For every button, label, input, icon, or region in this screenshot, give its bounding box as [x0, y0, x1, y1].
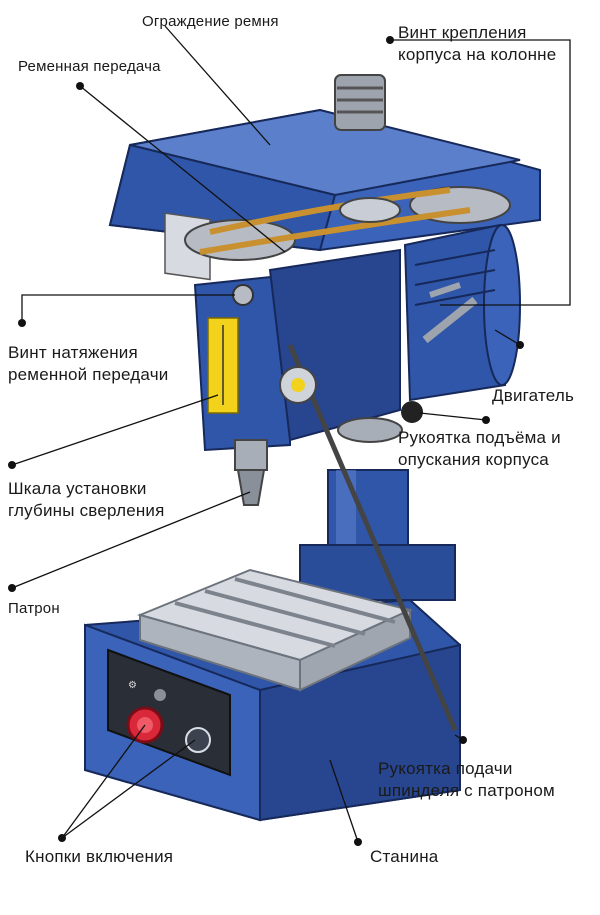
label-belt-drive: Ременная передача: [18, 57, 161, 76]
label-lift-handle-line1: Рукоятка подъёма и: [398, 427, 561, 448]
label-tension-screw-line1: Винт натяжения: [8, 342, 138, 363]
label-lift-handle-line2: опускания корпуса: [398, 449, 549, 470]
label-base: Станина: [370, 846, 438, 867]
leader-dot-icon: [354, 838, 362, 846]
label-depth-scale-line2: глубины сверления: [8, 500, 165, 521]
leader-dot-icon: [482, 416, 490, 424]
leader-dot-icon: [386, 36, 394, 44]
label-feed-handle-line1: Рукоятка подачи: [378, 758, 513, 779]
leader-dot-icon: [516, 341, 524, 349]
leader-dot-icon: [8, 461, 16, 469]
label-column-screw-line2: корпуса на колонне: [398, 44, 556, 65]
label-feed-handle-line2: шпинделя с патроном: [378, 780, 555, 801]
motor: [405, 225, 520, 400]
column: [300, 470, 455, 600]
label-start-buttons: Кнопки включения: [25, 846, 173, 867]
leader-dot-icon: [76, 82, 84, 90]
label-chuck: Патрон: [8, 599, 60, 618]
label-depth-scale-line1: Шкала установки: [8, 478, 147, 499]
start-button-icon: [186, 728, 210, 752]
label-tension-screw-line2: ременной передачи: [8, 364, 168, 385]
leader-dot-icon: [58, 834, 66, 842]
leader-dot-icon: [8, 584, 16, 592]
svg-text:⚙: ⚙: [128, 680, 137, 691]
leader-dot-icon: [459, 736, 467, 744]
leader-dot-icon: [18, 319, 26, 327]
label-column-screw-line1: Винт крепления: [398, 22, 527, 43]
label-motor: Двигатель: [492, 385, 574, 406]
label-belt-guard: Ограждение ремня: [142, 12, 279, 31]
